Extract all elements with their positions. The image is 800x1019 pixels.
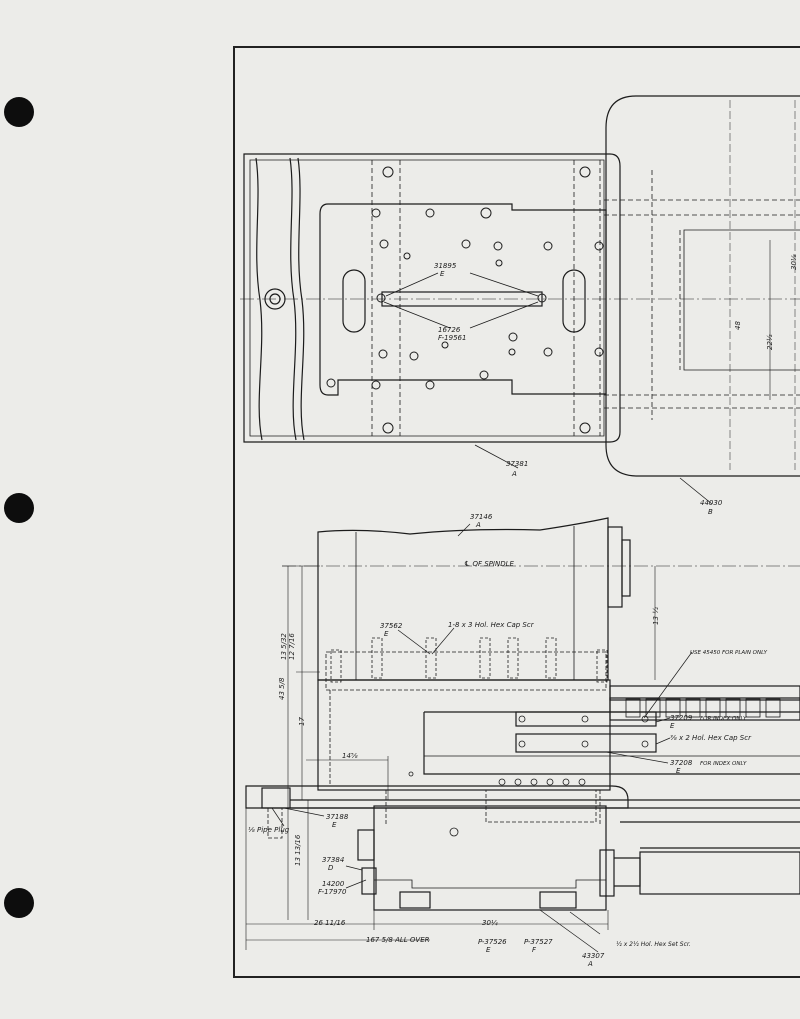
label-44030-sub: B: [708, 508, 713, 516]
label-p37526: P-37526: [478, 938, 507, 946]
dim-12-left: 12 7/16: [288, 633, 296, 660]
label-37384-sub: D: [328, 864, 334, 872]
dim-13-right: 13 ½: [652, 607, 660, 625]
label-p37527: P-37527: [524, 938, 553, 946]
label-37208: 37208: [670, 759, 693, 767]
label-37562-sub: E: [384, 630, 389, 638]
label-p37526-sub: E: [486, 946, 491, 954]
top-view: [240, 95, 800, 505]
label-37188-sub: E: [332, 821, 337, 829]
dim-all-over: 167 5/8 ALL OVER: [366, 936, 430, 944]
dim-13-left: 13 5/32: [280, 633, 288, 660]
dim-30: 30⅛: [790, 254, 798, 270]
side-view: [245, 517, 800, 953]
label-37209-sub: E: [670, 722, 675, 730]
dim-22: 22½: [766, 334, 774, 350]
pipe-plug-label: ⅛ Pipe Plug: [248, 826, 290, 834]
punch-hole: [4, 493, 34, 523]
label-37146-sub: A: [475, 521, 481, 529]
label-31895-sub: E: [440, 270, 445, 278]
dim-17: 17: [298, 717, 306, 726]
label-14200-sub: F-17970: [318, 888, 347, 896]
label-16726: 16726: [438, 326, 461, 334]
dim-14: 14⅝: [342, 752, 358, 760]
label-14200: 14200: [322, 880, 345, 888]
dim-13-low: 13 13/16: [294, 834, 302, 866]
dim-30-low: 30¼: [482, 919, 498, 927]
label-44030: 44030: [700, 499, 723, 507]
label-16726-sub: F-19561: [438, 334, 466, 342]
cap-screw-label-2: ⅜ x 2 Hol. Hex Cap Scr: [670, 734, 752, 742]
punch-hole: [4, 97, 34, 127]
label-37384: 37384: [322, 856, 344, 864]
note-index-2: FOR INDEX ONLY: [700, 761, 747, 767]
dim-43: 43 5/8: [278, 677, 286, 700]
punch-hole: [4, 888, 34, 918]
dim-48: 48: [734, 321, 742, 330]
label-37188: 37188: [326, 813, 349, 821]
label-37146: 37146: [470, 513, 493, 521]
label-37209: 37209: [670, 714, 693, 722]
spindle-label: ℄ OF SPINDLE: [464, 560, 515, 568]
label-37381: 37381: [506, 460, 528, 468]
label-37208-sub: E: [676, 767, 681, 775]
label-43307-sub: A: [587, 960, 593, 968]
cap-screw-label-1: 1-8 x 3 Hol. Hex Cap Scr: [448, 621, 535, 629]
label-31895: 31895: [434, 262, 457, 270]
note-use: USE 45450 FOR PLAIN ONLY: [690, 650, 768, 656]
label-37381-sub: A: [511, 470, 517, 478]
note-index-1: FOR INDEX ONLY: [700, 716, 747, 722]
dim-26: 26 11/16: [314, 919, 346, 927]
label-p37527-sub: F: [532, 946, 537, 954]
label-43307: 43307: [582, 952, 605, 960]
set-screw-label: ½ x 2½ Hol. Hex Set Scr.: [616, 941, 691, 948]
label-37562: 37562: [380, 622, 403, 630]
drawing-border: [233, 46, 800, 978]
